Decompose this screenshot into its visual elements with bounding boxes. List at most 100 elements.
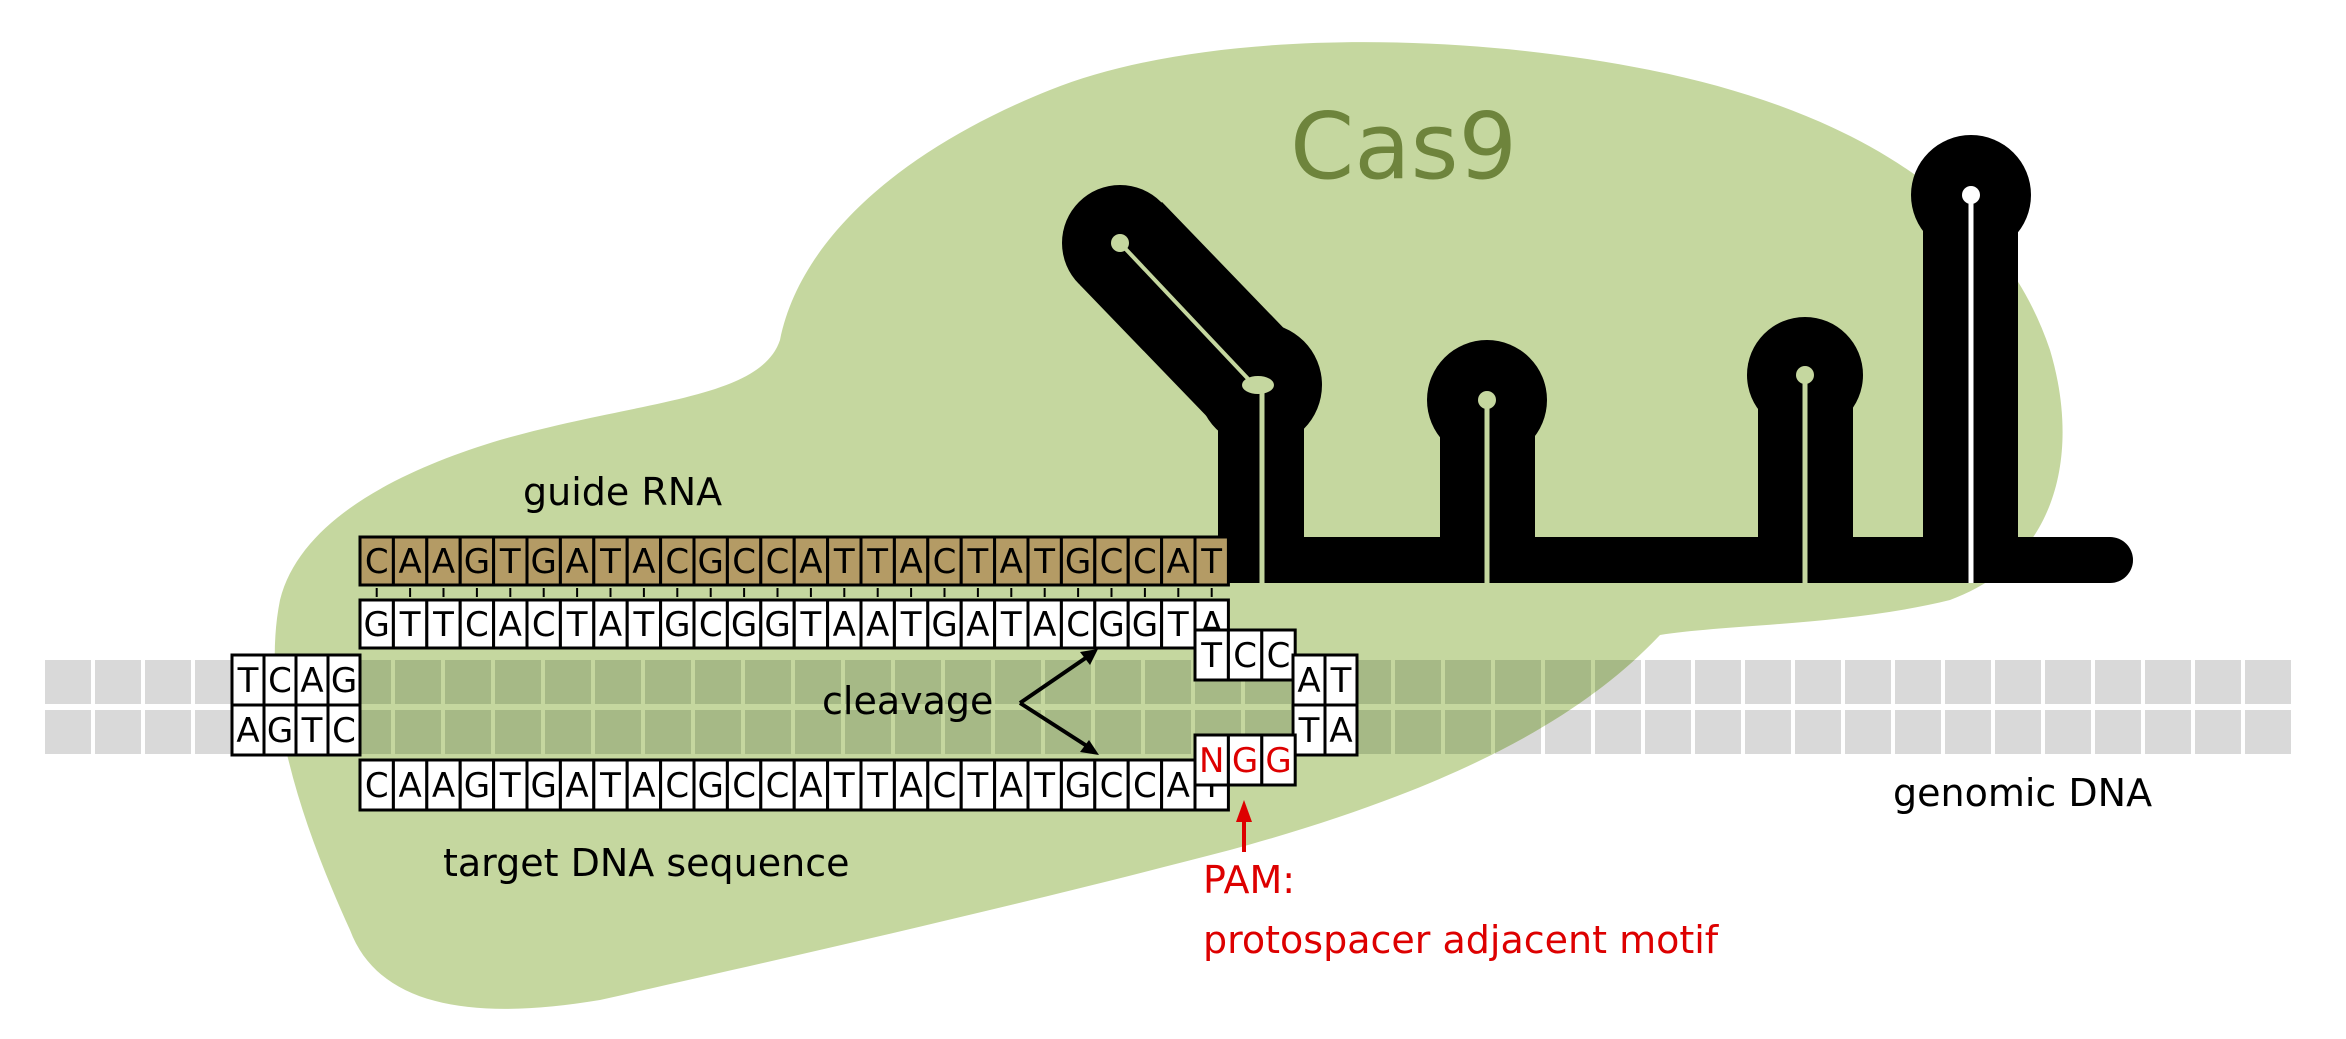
genomic-dna-cell (2195, 710, 2241, 754)
nucleotide-letter: A (966, 605, 989, 645)
genomic-dna-cell (1945, 660, 1991, 704)
nucleotide-letter: C (365, 766, 389, 806)
nucleotide-cell: T (826, 535, 863, 587)
genomic-dna-cell-shaded (1395, 710, 1441, 754)
nucleotide-cell: A (792, 535, 830, 587)
genomic-dna-label: genomic DNA (1893, 771, 2152, 815)
nucleotide-cell: G (1059, 535, 1097, 587)
nucleotide-letter: C (1100, 766, 1124, 806)
nucleotide-cell: A (1291, 653, 1327, 707)
genomic-dna-cell-shaded (395, 710, 441, 754)
genomic-dna-cell-shaded (695, 660, 741, 704)
nucleotide-letter: C (465, 605, 489, 645)
nucleotide-cell: A (993, 535, 1030, 587)
nucleotide-cell: G (692, 535, 729, 587)
nucleotide-cell: T (625, 598, 663, 650)
pam-description: protospacer adjacent motif (1203, 918, 1720, 962)
genomic-dna-cell (2245, 660, 2291, 704)
genomic-dna-cell-shaded (945, 710, 991, 754)
genomic-dna-cell-shaded (995, 660, 1041, 704)
nucleotide-letter: C (332, 711, 356, 751)
hairpin-4-seam (1962, 186, 1980, 583)
genomic-dna-cell-shaded (1445, 710, 1491, 754)
genomic-dna-cell-shaded (995, 710, 1041, 754)
genomic-dna-cell-shaded (495, 660, 541, 704)
nucleotide-letter: T (499, 542, 521, 582)
cleavage-label: cleavage (822, 679, 993, 723)
nucleotide-cell: T (1193, 628, 1230, 682)
genomic-dna-cell (1795, 660, 1841, 704)
genomic-dna-cell (45, 710, 91, 754)
genomic-dna-cell-shaded (445, 710, 491, 754)
nucleotide-letter: G (1265, 741, 1291, 781)
cleavage-arrows (1018, 649, 1099, 755)
nucleotide-cell: C (1126, 535, 1164, 587)
nucleotide-letter: A (899, 766, 922, 806)
nucleotide-cell: G (262, 703, 298, 757)
genomic-dna-cell-shaded (545, 710, 591, 754)
genomic-dna-cell-shaded (1395, 660, 1441, 704)
genomic-dna-cell-shaded (745, 710, 791, 754)
genomic-dna-cell (1645, 710, 1691, 754)
nucleotide-cell: G (326, 653, 362, 707)
nucleotide-letter: C (365, 542, 389, 582)
genomic-dna-cell-shaded (845, 660, 891, 704)
nucleotide-cell: G (1226, 733, 1264, 787)
nucleotide-letter: G (664, 605, 690, 645)
nucleotide-letter: A (565, 542, 588, 582)
nucleotide-letter: C (766, 542, 790, 582)
genomic-dna-cell-shaded (795, 710, 841, 754)
hairpin-seams (1111, 234, 1814, 583)
nucleotide-cell: G (358, 598, 395, 650)
nucleotide-cell: A (558, 758, 596, 812)
nucleotide-letter: C (732, 542, 756, 582)
nucleotide-cell: C (326, 703, 362, 757)
genomic-dna-cell-shaded (645, 660, 691, 704)
nucleotide-letter: A (866, 605, 889, 645)
nucleotide-cell: A (892, 758, 930, 812)
nucleotide-letter: T (633, 605, 655, 645)
nucleotide-letter: A (1329, 711, 1352, 751)
genomic-dna-cell-shaded (895, 660, 941, 704)
nucleotide-cell: G (458, 758, 496, 812)
genomic-dna-cell (1695, 660, 1741, 704)
nucleotide-cell: A (425, 535, 462, 587)
nucleotide-cell: A (558, 535, 596, 587)
genomic-dna-cell-shaded (945, 660, 991, 704)
nucleotide-letter: T (833, 542, 855, 582)
genomic-dna-cell (2145, 710, 2191, 754)
nucleotide-cell: G (1093, 598, 1130, 650)
nucleotide-letter: A (899, 542, 922, 582)
nucleotide-cell: C (262, 653, 298, 707)
nucleotide-letter: A (1167, 766, 1190, 806)
genomic-dna-cell-shaded (1095, 660, 1141, 704)
nucleotide-cell: T (592, 758, 629, 812)
nucleotide-letter: A (432, 542, 455, 582)
nucleotide-cell: G (926, 598, 963, 650)
genomic-dna-cell (2195, 660, 2241, 704)
nucleotide-letter: T (1200, 542, 1222, 582)
nucleotide-letter: T (1298, 711, 1320, 751)
pam-arrow-head-icon (1236, 800, 1252, 822)
genomic-dna-cell (1895, 660, 1941, 704)
nucleotide-letter: C (933, 542, 957, 582)
nucleotide-cell: C (659, 758, 696, 812)
nucleotide-letter: A (1297, 661, 1320, 701)
nucleotide-letter: A (632, 766, 655, 806)
cleavage-arrow-top (1018, 653, 1092, 705)
nucleotide-letter: A (799, 766, 822, 806)
nucleotide-letter: A (398, 542, 421, 582)
cleavage-arrow-bottom (1018, 701, 1092, 750)
nucleotide-letter: T (800, 605, 822, 645)
nucleotide-cell: A (993, 758, 1030, 812)
nucleotide-cell: A (592, 598, 629, 650)
nucleotide-cell: A (294, 653, 330, 707)
nucleotide-cell: G (458, 535, 496, 587)
nucleotide-cell: G (659, 598, 696, 650)
target-dna-label: target DNA sequence (443, 841, 850, 885)
nucleotide-letter: T (432, 605, 454, 645)
